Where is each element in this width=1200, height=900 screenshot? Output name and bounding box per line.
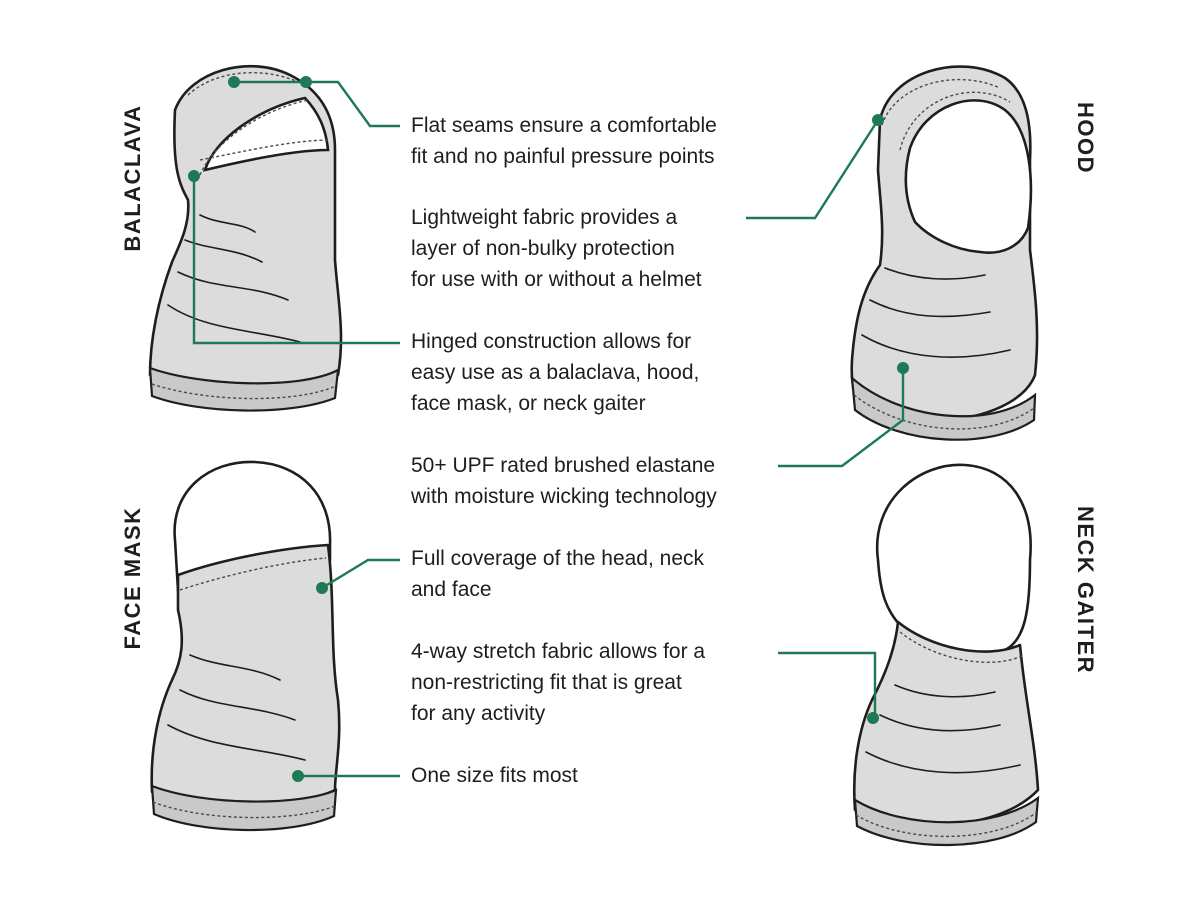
feature-hinged-construction: Hinged construction allows for easy use … (411, 330, 700, 415)
balaclava-illustration (148, 64, 343, 412)
flat-seams-leader (234, 80, 400, 128)
hood-label: HOOD (1073, 102, 1098, 174)
neck-gaiter-label: NECK GAITER (1073, 506, 1098, 674)
lightweight-fabric-leader (746, 119, 880, 220)
balaclava-label: BALACLAVA (120, 104, 145, 251)
feature-flat-seams: Flat seams ensure a comfortable fit and … (411, 114, 717, 168)
lightweight-fabric-dot (872, 114, 884, 126)
four-way-stretch-dot (867, 712, 879, 724)
hinged-construction-dot (188, 170, 200, 182)
feature-one-size: One size fits most (411, 764, 578, 787)
face-mask-illustration (150, 460, 341, 832)
one-size-dot (292, 770, 304, 782)
full-coverage-dot (316, 582, 328, 594)
upf-elastane-leader (778, 368, 905, 468)
neck-gaiter-illustration (852, 463, 1040, 847)
four-way-stretch-leader (778, 651, 877, 718)
feature-full-coverage: Full coverage of the head, neck and face (411, 547, 705, 601)
face-mask-label: FACE MASK (120, 506, 145, 649)
hood-illustration (850, 65, 1039, 441)
flat-seams-dot-1 (228, 76, 240, 88)
hinged-construction-leader (192, 176, 400, 345)
full-coverage-leader (321, 558, 400, 590)
feature-upf-elastane: 50+ UPF rated brushed elastane with mois… (411, 454, 717, 508)
flat-seams-dot-2 (300, 76, 312, 88)
feature-lightweight-fabric: Lightweight fabric provides a layer of n… (411, 206, 702, 291)
feature-four-way-stretch: 4-way stretch fabric allows for a non-re… (411, 640, 706, 725)
upf-elastane-dot (897, 362, 909, 374)
